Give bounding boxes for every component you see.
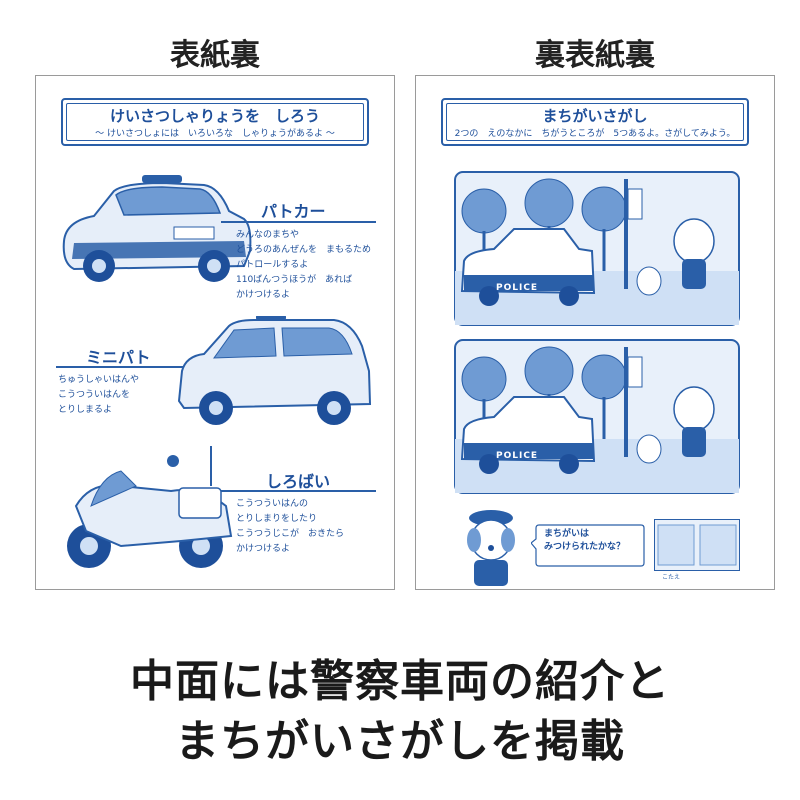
police-car-label-bottom: POLICE bbox=[496, 451, 539, 461]
left-title-box: けいさつしゃりょうを しろう ～ けいさつしょには いろいろな しゃりょうがある… bbox=[61, 98, 369, 146]
mini-patrol-illustration bbox=[177, 316, 372, 425]
right-page: まちがいさがし 2つの えのなかに ちがうところが 5つあるよ。さがしてみよう。… bbox=[415, 75, 775, 590]
speech-bubble bbox=[531, 524, 645, 567]
right-subtitle: 2つの えのなかに ちがうところが 5つあるよ。さがしてみよう。 bbox=[454, 129, 736, 139]
dog-officer-illustration bbox=[467, 510, 515, 586]
answer-thumbnail bbox=[654, 519, 740, 571]
mini-patrol-heading: ミニパト bbox=[86, 348, 151, 367]
motorcycle-rule bbox=[221, 490, 376, 492]
motorcycle-desc: こうつういはんの とりしまりをしたり こうつうじこが おきたら かけつけるよ bbox=[236, 499, 345, 554]
patrol-car-illustration bbox=[62, 175, 252, 282]
patrol-car-desc: みんなのまちや どうろのあんぜんを まもるため パトロールするよ 110ばんつう… bbox=[236, 230, 372, 300]
motorcycle-heading: しろばい bbox=[266, 472, 331, 491]
left-subtitle: ～ けいさつしょには いろいろな しゃりょうがあるよ ～ bbox=[95, 129, 335, 139]
patrol-car-rule bbox=[221, 221, 376, 223]
police-car-label-top: POLICE bbox=[496, 283, 539, 293]
left-page: けいさつしゃりょうを しろう ～ けいさつしょには いろいろな しゃりょうがある… bbox=[35, 75, 395, 590]
caption-line-1: 中面には警察車両の紹介と bbox=[130, 656, 670, 707]
right-page-label: 裏表紙裏 bbox=[535, 38, 655, 73]
prompt-text: まちがいは みつけられたかな？ bbox=[544, 529, 626, 552]
caption-line-2: まちがいさがしを掲載 bbox=[175, 716, 625, 767]
patrol-car-heading: パトカー bbox=[261, 202, 326, 221]
answer-label: こたえ bbox=[662, 574, 681, 581]
right-title: まちがいさがし bbox=[542, 107, 648, 125]
mini-patrol-desc: ちゅうしゃいはんや こうつういはんを とりしまるよ bbox=[58, 375, 140, 415]
spot-difference-scene-top bbox=[454, 171, 740, 326]
right-title-box: まちがいさがし 2つの えのなかに ちがうところが 5つあるよ。さがしてみよう。 bbox=[441, 98, 749, 146]
left-page-label: 表紙裏 bbox=[170, 38, 260, 73]
motorcycle-illustration bbox=[67, 446, 233, 568]
spot-difference-scene-bottom bbox=[454, 339, 740, 494]
left-title: けいさつしゃりょうを しろう bbox=[109, 107, 320, 125]
mini-patrol-rule bbox=[56, 366, 221, 368]
